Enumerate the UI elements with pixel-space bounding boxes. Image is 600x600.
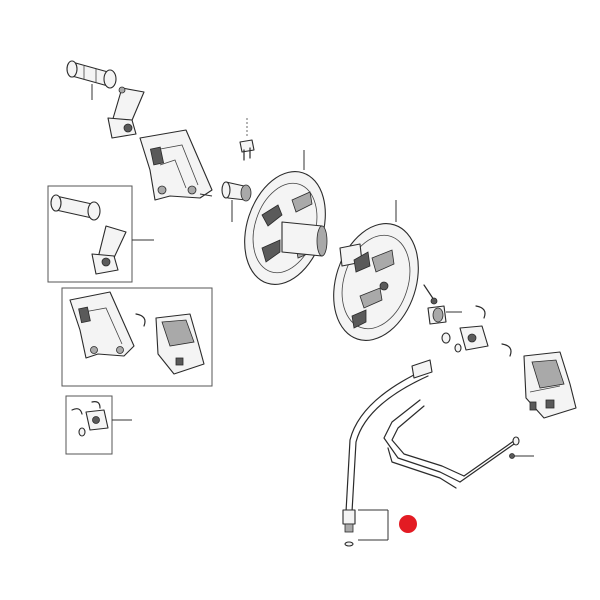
bushing[interactable] <box>221 181 252 222</box>
screw[interactable] <box>239 118 255 161</box>
screw[interactable] <box>423 284 438 305</box>
highlight-marker <box>399 515 417 533</box>
handle-kit[interactable] <box>47 185 154 283</box>
drum-right-flange[interactable] <box>319 200 432 351</box>
hose-inlet-housing[interactable] <box>523 351 577 419</box>
frame-tube[interactable] <box>383 399 534 489</box>
bracket-housing-kit[interactable] <box>61 287 213 387</box>
drum-left-flange[interactable] <box>231 150 339 295</box>
grip-handle[interactable] <box>66 60 117 100</box>
connector[interactable] <box>441 305 512 357</box>
connector-clip-kit[interactable] <box>65 395 132 455</box>
crank-arm[interactable] <box>107 86 145 139</box>
hose-leader[interactable] <box>342 359 433 547</box>
nut[interactable] <box>427 305 462 325</box>
hose-guide-bracket[interactable] <box>139 129 213 201</box>
